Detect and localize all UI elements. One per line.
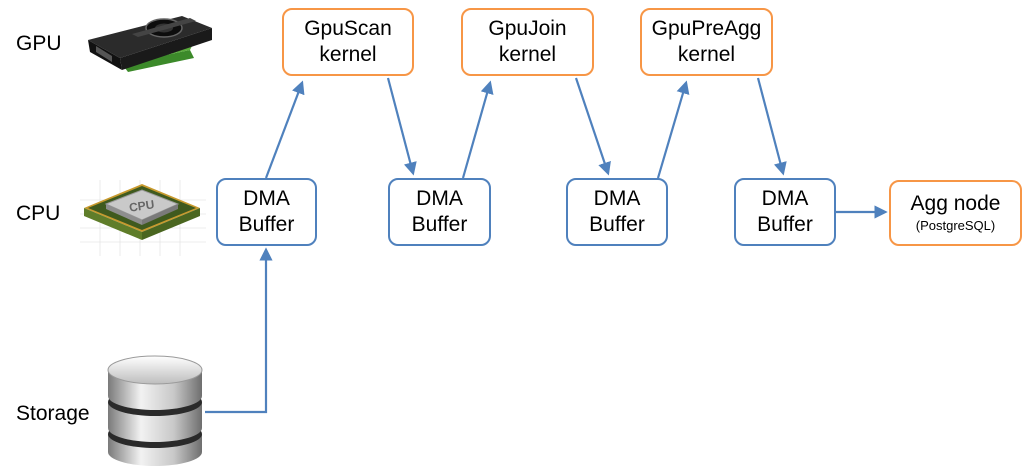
kernel-word: kernel [677,43,736,66]
kernel-name: GpuScan [304,16,392,40]
dma-buffer-box-1: DMA Buffer [216,178,317,246]
arrow-buffer-1-to-gpuscan [264,80,305,179]
dma-buffer-box-4: DMA Buffer [734,178,836,246]
row-label-gpu: GPU [16,32,62,55]
arrow-storage-to-buffer-1 [205,247,273,414]
arrow-buffer-2-to-gpujoin [461,80,494,179]
storage-database-icon [107,355,203,466]
gpuscan-kernel-box: GpuScan kernel [282,8,414,76]
buffer-line-2: Buffer [411,213,468,236]
buffer-line-2: Buffer [238,213,295,236]
cpu-chip-icon: CPU [80,180,206,256]
arrow-gpuscan-to-buffer-2 [386,77,417,176]
svg-text:CPU: CPU [128,197,155,214]
buffer-line-1: DMA [761,186,809,210]
kernel-name: GpuJoin [488,16,567,40]
gpupreagg-kernel-box: GpuPreAgg kernel [640,8,773,76]
gpu-card-icon [88,16,212,72]
buffer-line-1: DMA [593,186,641,210]
buffer-line-1: DMA [416,186,463,210]
arrow-buffer-3-to-gpupreagg [656,80,690,179]
buffer-line-2: Buffer [589,213,645,236]
arrow-gpujoin-to-buffer-3 [574,77,611,176]
dma-buffer-box-3: DMA Buffer [566,178,668,246]
dma-buffer-box-2: DMA Buffer [388,178,491,246]
arrow-gpupreagg-to-buffer-4 [756,77,787,176]
gpujoin-kernel-box: GpuJoin kernel [461,8,594,76]
buffer-line-1: DMA [243,186,290,210]
kernel-word: kernel [498,43,557,66]
row-label-storage: Storage [16,402,90,425]
agg-node-title: Agg node [910,191,1001,215]
agg-node-box: Agg node (PostgreSQL) [889,180,1022,246]
agg-node-subtitle: (PostgreSQL) [915,218,996,234]
kernel-name: GpuPreAgg [651,16,762,40]
buffer-line-2: Buffer [757,213,813,236]
kernel-word: kernel [319,43,377,66]
row-label-cpu: CPU [16,202,61,225]
